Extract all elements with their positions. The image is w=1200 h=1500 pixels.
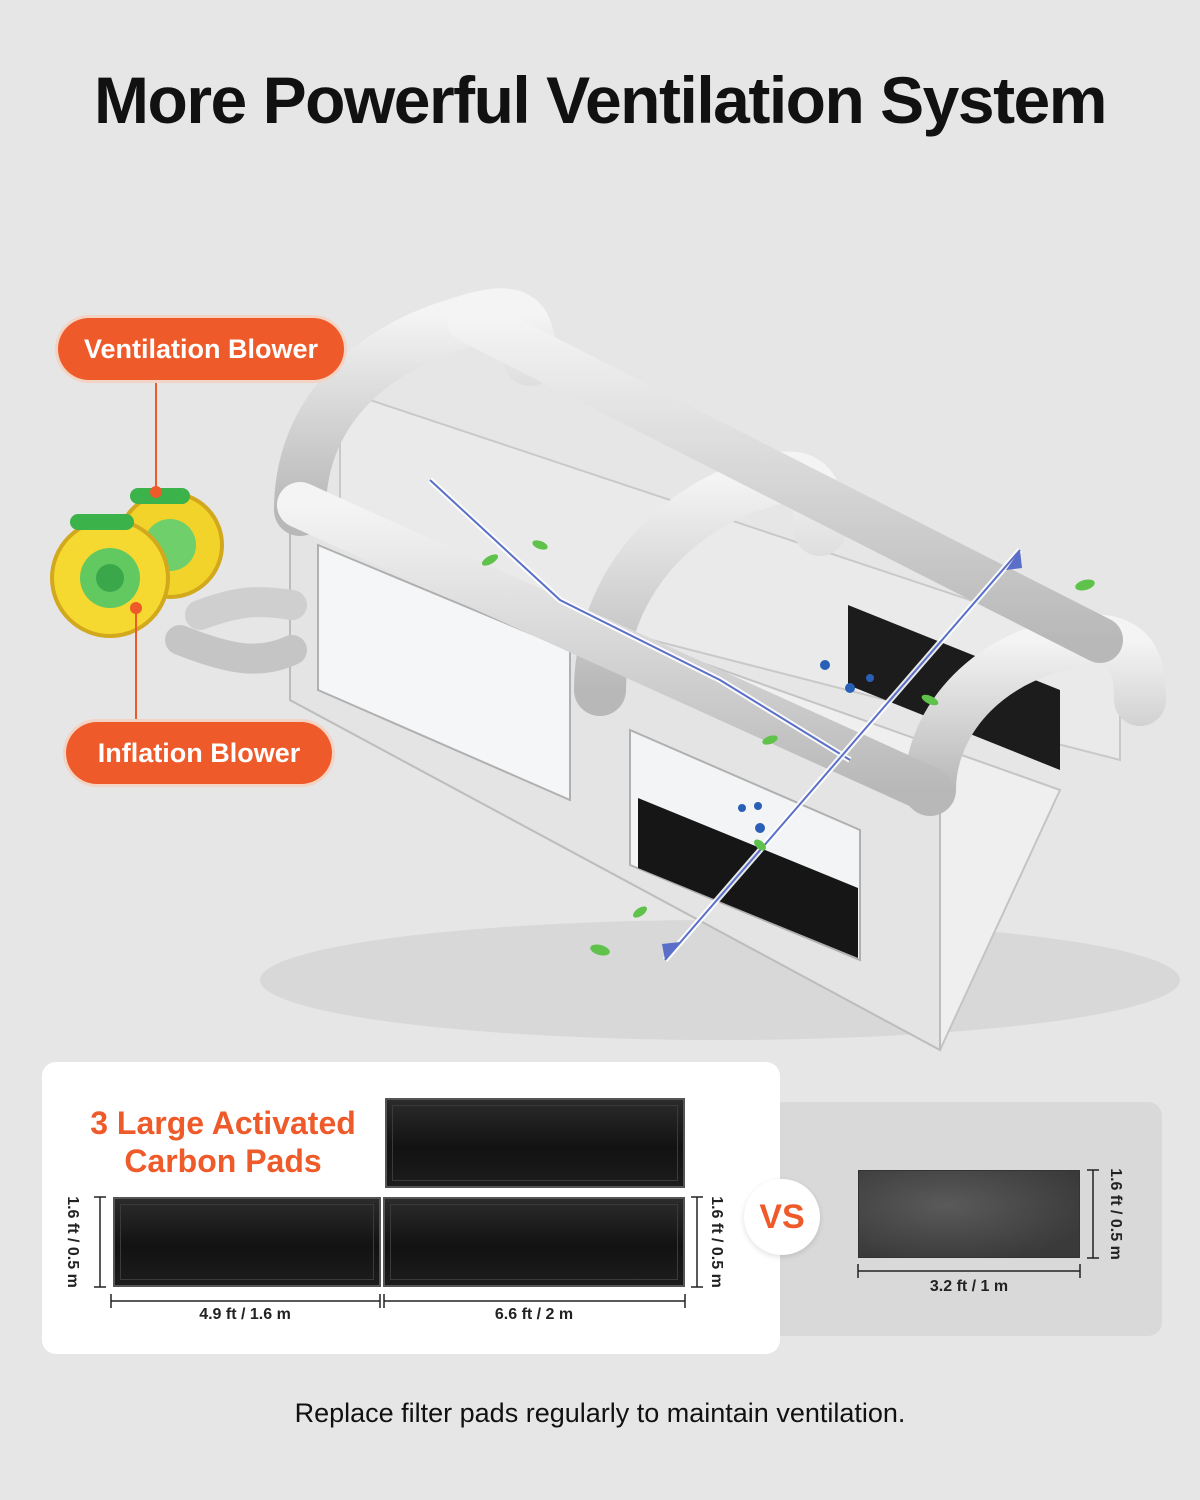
competitor-pad [858,1170,1080,1258]
pad-width-left-label: 4.9 ft / 1.6 m [199,1306,291,1323]
page-title: More Powerful Ventilation System [94,63,1107,137]
maintenance-note: Replace filter pads regularly to maintai… [294,1398,906,1428]
pad-height-right-label: 1.6 ft / 0.5 m [708,1196,725,1288]
pad-width-right-label: 6.6 ft / 2 m [494,1306,574,1323]
booth-filter-vent [638,798,858,958]
inflatable-booth-illustration [50,288,1180,1052]
ventilation-blower-callout: Ventilation Blower [58,318,344,380]
inflation-blower-callout: Inflation Blower [66,722,332,784]
carbon-pads-title: 3 Large Activated Carbon Pads [60,1104,386,1180]
vs-badge: VS [744,1179,820,1255]
carbon-pad [383,1197,685,1287]
pad-height-left-label: 1.6 ft / 0.5 m [64,1196,81,1288]
carbon-pads-title-line1: 3 Large Activated [90,1105,356,1141]
carbon-pads-title-line2: Carbon Pads [124,1143,322,1179]
competitor-width-label: 3.2 ft / 1 m [929,1278,1009,1295]
carbon-pad [113,1197,381,1287]
competitor-height-label: 1.6 ft / 0.5 m [1107,1168,1124,1260]
carbon-pad [385,1098,685,1188]
